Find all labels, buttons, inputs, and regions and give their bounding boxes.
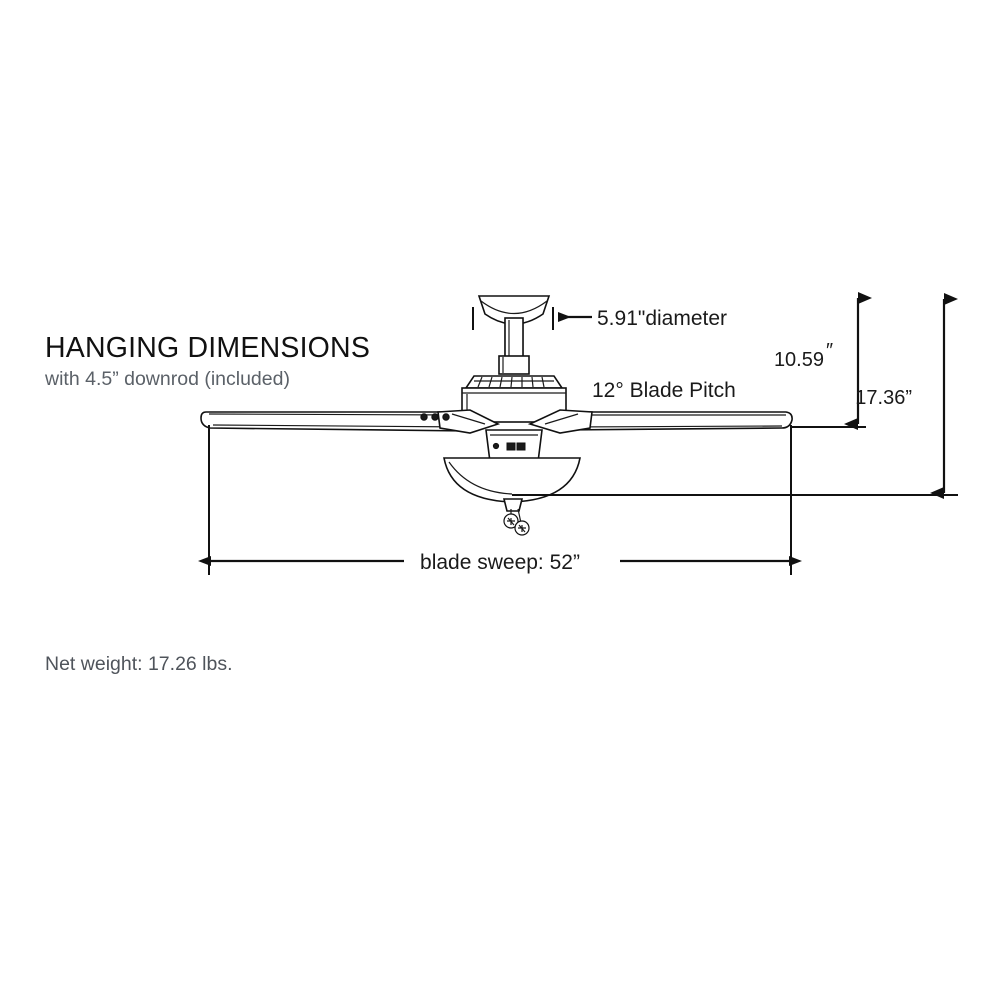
canopy-diameter-callout: 5.91"diameter — [472, 307, 727, 330]
downrod-coupling — [498, 355, 530, 375]
height-to-blades-value: 10.59 — [774, 349, 824, 371]
downrod — [504, 317, 524, 359]
height-to-blades-unit: ″ — [826, 340, 833, 362]
blade-right — [527, 409, 793, 434]
canopy-diameter-label: 5.91"diameter — [597, 307, 727, 330]
blade-pitch-label: 12° Blade Pitch — [592, 379, 736, 402]
page-subtitle: with 4.5” downrod (included) — [44, 368, 290, 390]
pull-chains — [503, 508, 530, 536]
extension-lines — [208, 425, 958, 575]
net-weight-label: Net weight: 17.26 lbs. — [45, 653, 233, 675]
overall-height-dimension: 17.36” — [855, 293, 958, 499]
blade-sweep-label: blade sweep: 52” — [420, 551, 580, 574]
overall-height-label: 17.36” — [855, 387, 912, 409]
switch-housing — [485, 429, 543, 463]
motor-housing — [461, 387, 567, 423]
fan-assembly — [200, 295, 793, 536]
light-bowl-fitter — [502, 498, 524, 512]
height-to-blades-dimension: 10.59 ″ — [774, 292, 872, 430]
page-title: HANGING DIMENSIONS — [45, 332, 370, 364]
motor-crown — [464, 375, 564, 389]
blade-left — [200, 409, 501, 434]
blade-sweep-dimension: blade sweep: 52” — [198, 551, 802, 574]
